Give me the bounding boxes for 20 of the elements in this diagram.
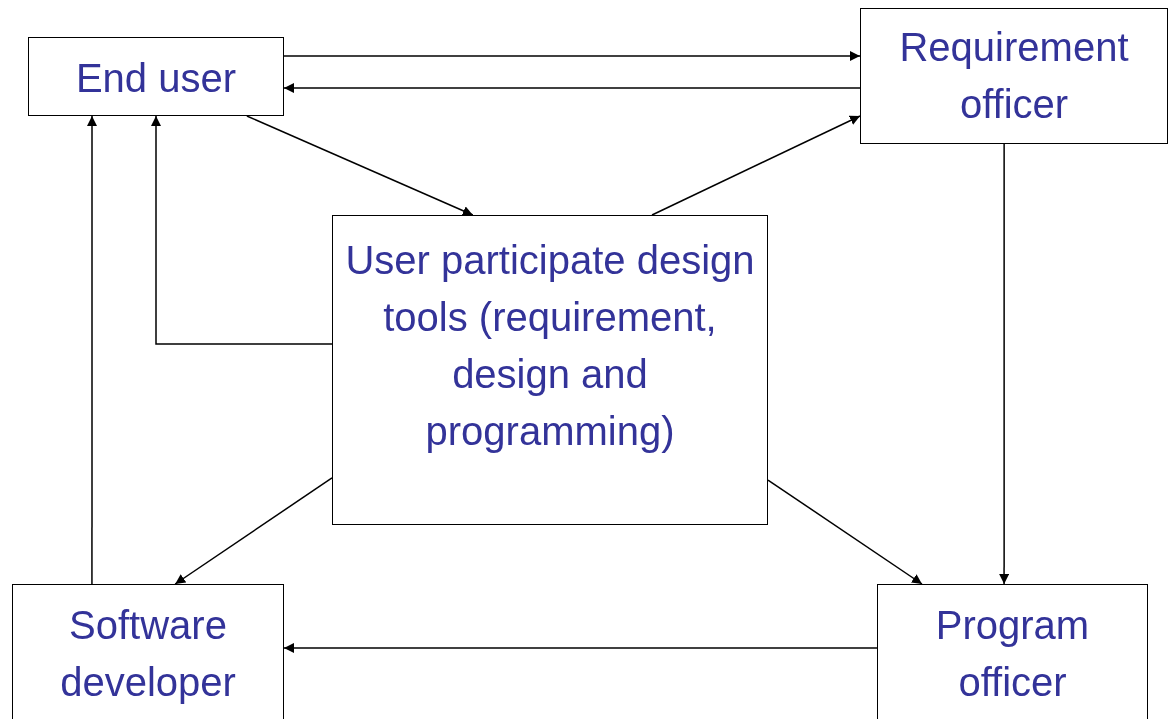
process-box xyxy=(860,8,1168,144)
arrow xyxy=(283,51,861,61)
arrow xyxy=(246,115,474,216)
arrow xyxy=(283,83,861,94)
box-label: End user xyxy=(75,55,237,102)
process-box xyxy=(332,215,768,525)
process-box xyxy=(877,584,1148,719)
arrow xyxy=(174,477,333,585)
arrow xyxy=(87,115,97,585)
box-label: Software developer xyxy=(59,602,237,706)
arrow xyxy=(651,115,861,216)
process-box xyxy=(28,37,284,116)
arrow xyxy=(151,115,333,345)
arrow xyxy=(283,643,878,653)
arrow xyxy=(999,143,1010,585)
box-label: Program officer xyxy=(934,602,1091,706)
arrow xyxy=(767,479,923,585)
process-box xyxy=(12,584,284,719)
box-label: Requirement officer xyxy=(898,24,1130,128)
box-label: User participate design tools (requirement, design and programming) xyxy=(344,237,756,455)
